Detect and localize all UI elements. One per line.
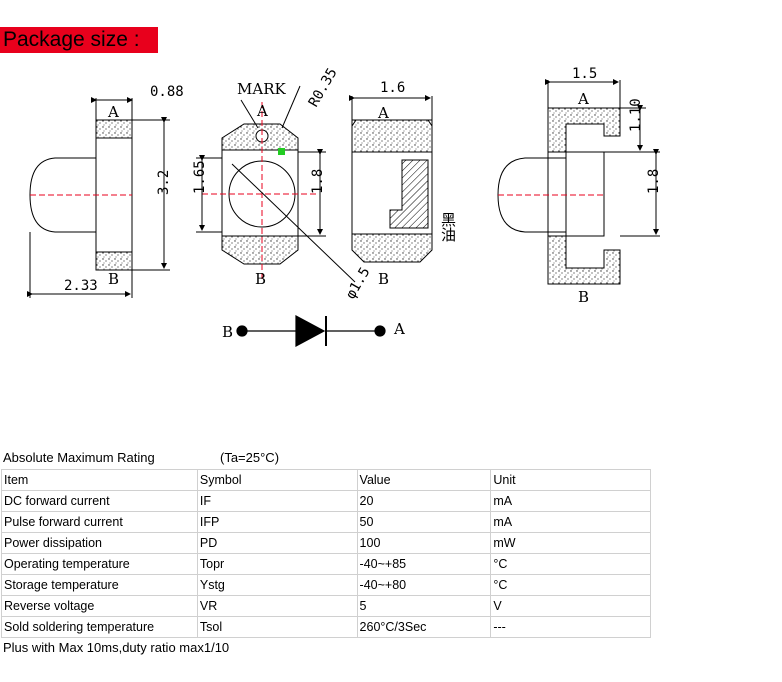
- table-cell: IF: [196, 490, 358, 512]
- section-title: Package size :: [0, 27, 158, 53]
- mark-label: MARK: [237, 80, 286, 98]
- diameter-dim: φ1.5: [343, 265, 374, 302]
- table-cell: Ystg: [196, 574, 358, 596]
- view1-width-dim: 0.88: [150, 84, 184, 100]
- rating-condition: (Ta=25°C): [220, 450, 280, 465]
- table-cell: DC forward current: [1, 490, 198, 512]
- table-cell: 5: [356, 595, 492, 617]
- diode-symbol: [236, 314, 386, 348]
- table-cell: -40~+80: [356, 574, 492, 596]
- table-cell: 50: [356, 511, 492, 533]
- view1-pad-bottom: B: [108, 270, 119, 288]
- view2-pad-top: A: [256, 102, 268, 120]
- view3-width-dim: 1.6: [380, 80, 405, 96]
- table-cell: Power dissipation: [1, 532, 198, 554]
- table-cell: mA: [490, 511, 651, 533]
- table-cell: IFP: [196, 511, 358, 533]
- table-cell: ---: [490, 616, 651, 638]
- table-cell: °C: [490, 574, 651, 596]
- package-drawing: A B 0.88 3.2 2.33 MARK R0.35 A B 1.65 1.…: [27, 65, 662, 348]
- green-marker: [278, 148, 285, 155]
- table-cell: Topr: [196, 553, 358, 575]
- view1-pad-top: A: [107, 103, 119, 121]
- table-cell: Value: [356, 469, 492, 491]
- view4-height-dim: 1.8: [646, 169, 662, 194]
- table-cell: Item: [1, 469, 198, 491]
- table-cell: Unit: [490, 469, 651, 491]
- table-cell: VR: [196, 595, 358, 617]
- view4-pad-top: A: [577, 90, 589, 108]
- rating-title: Absolute Maximum Rating: [3, 450, 155, 465]
- table-cell: Tsol: [196, 616, 358, 638]
- radius-dim: R0.35: [306, 65, 341, 110]
- table-cell: Operating temperature: [1, 553, 198, 575]
- view3-pad-top: A: [377, 104, 389, 122]
- view3-pad-bottom: B: [378, 270, 389, 288]
- table-cell: mW: [490, 532, 651, 554]
- view4-width-dim: 1.5: [572, 66, 597, 82]
- view1-height-dim: 3.2: [156, 170, 172, 195]
- top-view: [196, 85, 356, 283]
- table-cell: -40~+85: [356, 553, 492, 575]
- bottom-view: [349, 95, 433, 263]
- rating-caption: Absolute Maximum Rating (Ta=25°C): [3, 450, 279, 465]
- view2-pad-bottom: B: [255, 270, 266, 288]
- view1-total-dim: 2.33: [64, 278, 98, 294]
- side-note: 黑油: [439, 212, 457, 242]
- table-cell: Pulse forward current: [1, 511, 198, 533]
- view2-left-dim: 1.65: [192, 160, 208, 194]
- side-view-right: [497, 79, 660, 285]
- table-cell: V: [490, 595, 651, 617]
- table-cell: Symbol: [196, 469, 358, 491]
- table-cell: Storage temperature: [1, 574, 198, 596]
- view4-pad-bottom: B: [578, 288, 589, 306]
- table-cell: PD: [196, 532, 358, 554]
- view4-offset-dim: 1.10: [628, 98, 644, 132]
- table-cell: Reverse voltage: [1, 595, 198, 617]
- table-cell: °C: [490, 553, 651, 575]
- view2-right-dim: 1.8: [310, 169, 326, 194]
- diode-left-label: B: [222, 323, 233, 341]
- table-cell: 20: [356, 490, 492, 512]
- table-cell: 100: [356, 532, 492, 554]
- rating-footnote: Plus with Max 10ms,duty ratio max1/10: [3, 640, 230, 655]
- table-cell: Sold soldering temperature: [1, 616, 198, 638]
- diode-right-label: A: [393, 320, 405, 338]
- table-cell: mA: [490, 490, 651, 512]
- table-cell: 260°C/3Sec: [356, 616, 492, 638]
- side-view-left: [27, 97, 170, 298]
